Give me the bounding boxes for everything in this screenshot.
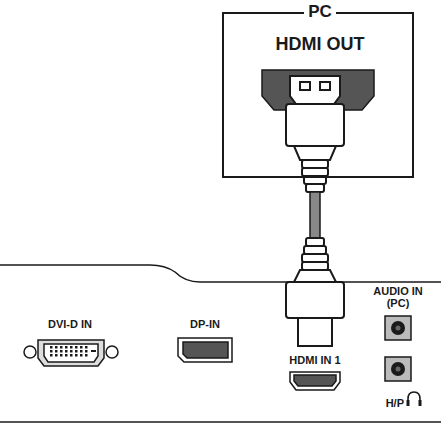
hdmi-plug-upper (286, 76, 344, 192)
hdmi-in-port (290, 372, 340, 390)
monitor-edge (0, 421, 441, 423)
port-label: HDMI OUT (276, 34, 365, 55)
port-label: H/P (386, 397, 404, 409)
port-label: AUDIO IN (PC) (367, 285, 429, 309)
port-label: HDMI IN 1 (289, 354, 340, 366)
port-label: DP-IN (190, 318, 220, 330)
hdmi-plug-lower (286, 238, 344, 346)
pc-box: PCHDMI OUT (222, 12, 414, 178)
monitor-edge (0, 265, 441, 282)
dvi-port (24, 340, 118, 366)
port-label: DVI-D IN (48, 318, 92, 330)
dp-port (178, 338, 232, 362)
hdmi-cable (310, 192, 320, 238)
dvi-pins (50, 346, 96, 357)
headphone-icon (407, 392, 422, 406)
box-title: PC (304, 2, 336, 22)
audio-jack (385, 316, 411, 340)
headphone-jack (385, 357, 411, 381)
